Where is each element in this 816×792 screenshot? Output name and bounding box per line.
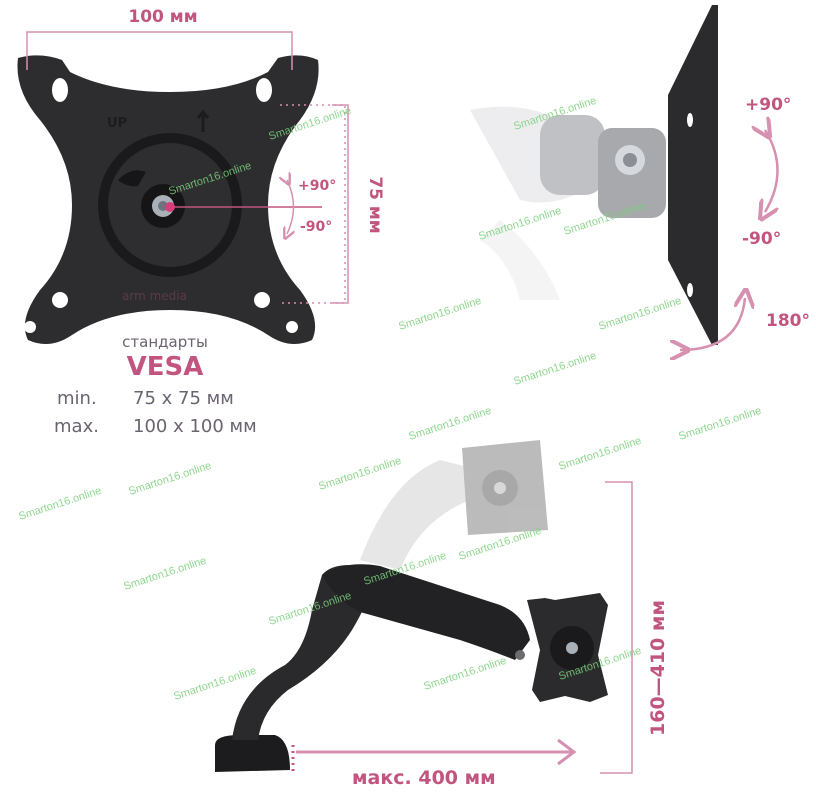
width-dimension: 100 мм xyxy=(26,7,293,70)
standards-label: стандарты xyxy=(122,333,208,351)
watermark-text: Smarton16.online xyxy=(422,655,508,693)
watermark-text: Smarton16.online xyxy=(172,665,258,703)
rotation-photo xyxy=(470,5,718,345)
vesa-title: VESA xyxy=(127,352,204,382)
reach-label: макс. 400 мм xyxy=(352,767,496,789)
max-value: 100 x 100 мм xyxy=(133,416,257,437)
vesa-plate: UP arm media xyxy=(17,55,319,345)
watermark-text: Smarton16.online xyxy=(597,295,683,333)
height-range-dimension: 160—410 мм xyxy=(600,481,669,774)
watermark-text: Smarton16.online xyxy=(557,435,643,473)
max-label: max. xyxy=(54,416,99,437)
plate-tilt-up: +90° xyxy=(298,178,336,194)
swivel-indicator: 180° xyxy=(680,298,810,350)
rotation-tilt-up: +90° xyxy=(745,95,791,115)
plate-up-mark: UP xyxy=(107,116,127,131)
arm-ghost xyxy=(360,440,548,570)
up-arrow-icon xyxy=(196,109,210,132)
rotation-tilt-indicator: +90° -90° xyxy=(742,95,791,249)
watermark-text: Smarton16.online xyxy=(317,455,403,493)
swivel-label: 180° xyxy=(766,311,810,331)
watermark-text: Smarton16.online xyxy=(677,405,763,443)
plate-tilt-indicator: +90° -90° xyxy=(165,178,336,235)
watermark-text: Smarton16.online xyxy=(397,295,483,333)
watermark-text: Smarton16.online xyxy=(17,485,103,523)
watermark-text: Smarton16.online xyxy=(122,555,208,593)
height-range-label: 160—410 мм xyxy=(647,600,669,736)
plate-tilt-down: -90° xyxy=(300,219,332,235)
watermark-text: Smarton16.online xyxy=(127,460,213,498)
brand-mark: arm media xyxy=(122,289,187,303)
watermark-text: Smarton16.online xyxy=(512,350,598,388)
min-value: 75 x 75 мм xyxy=(133,388,234,409)
rotation-tilt-down: -90° xyxy=(742,229,781,249)
width-label: 100 мм xyxy=(128,7,197,27)
watermark-text: Smarton16.online xyxy=(407,405,493,443)
height-dimension: 75 мм xyxy=(280,104,385,304)
monitor-arm xyxy=(215,564,608,772)
watermark-text: Smarton16.online xyxy=(477,205,563,243)
min-label: min. xyxy=(57,388,97,409)
reach-dimension: макс. 400 мм xyxy=(291,738,577,789)
height-label: 75 мм xyxy=(365,176,385,233)
